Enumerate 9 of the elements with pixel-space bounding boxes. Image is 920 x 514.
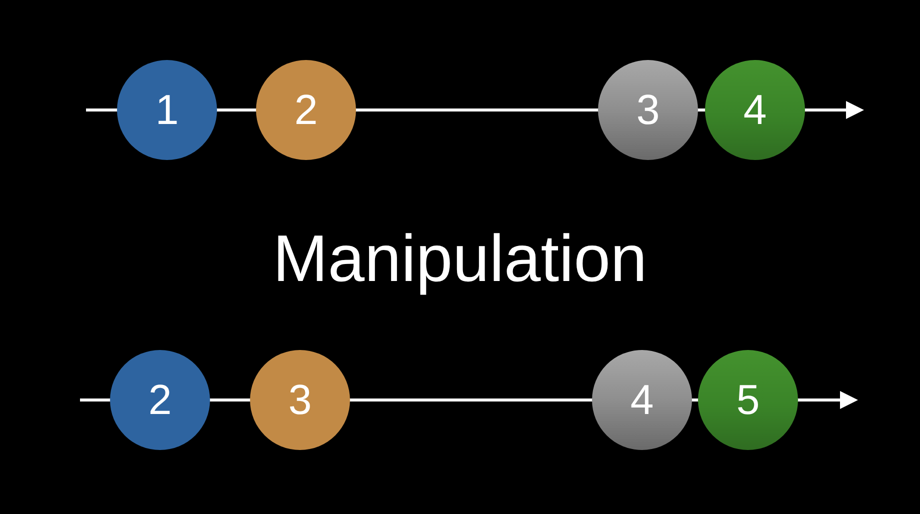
marble-circle: 3 [598, 60, 698, 160]
marble-circle: 1 [117, 60, 217, 160]
marble-circle: 5 [698, 350, 798, 450]
marble-circle: 2 [110, 350, 210, 450]
marble-circle: 2 [256, 60, 356, 160]
marble-circle: 3 [250, 350, 350, 450]
title: Manipulation [272, 220, 648, 297]
marble-circle: 4 [592, 350, 692, 450]
marble-circle: 4 [705, 60, 805, 160]
